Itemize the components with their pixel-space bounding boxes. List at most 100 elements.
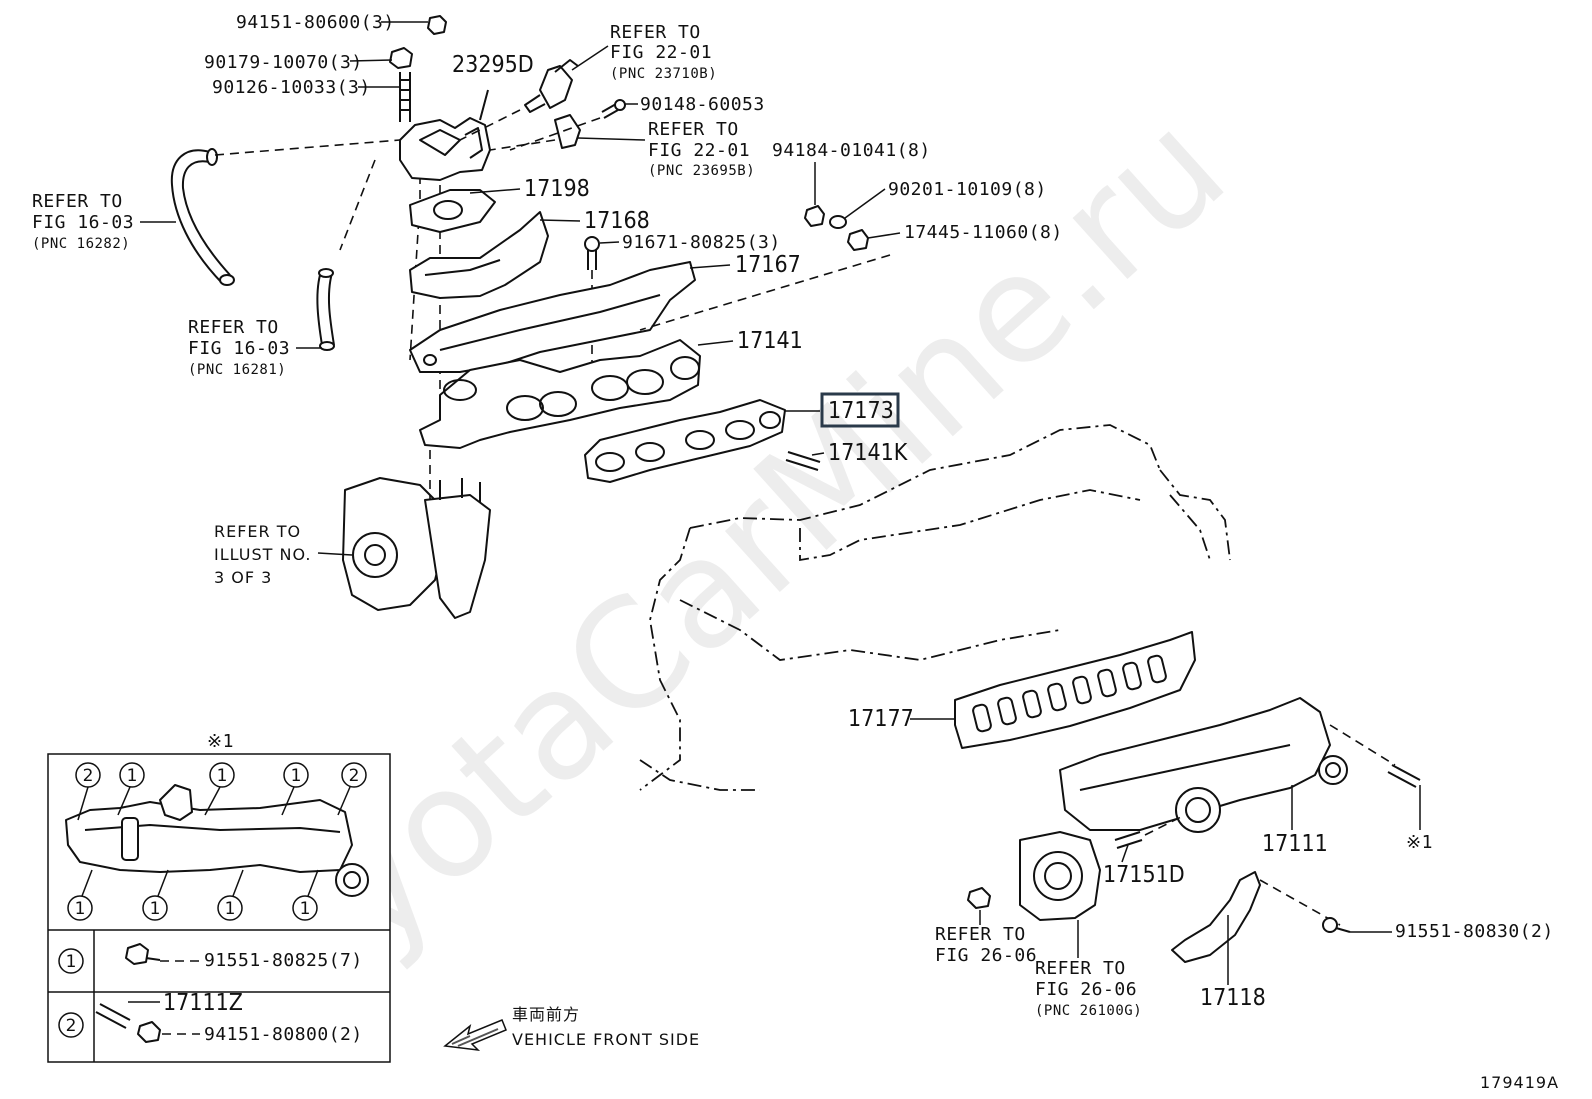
- refer-26-06-b-line2: FIG 26-06: [1035, 979, 1137, 1000]
- inset-callout-bottom-1b: 1: [142, 869, 169, 921]
- inset-panel: ※1 2 1 1 1 2: [47, 731, 391, 1063]
- refer-16-03-a-line2: FIG 16-03: [32, 212, 134, 233]
- nut-94184: [804, 205, 825, 227]
- svg-text:1: 1: [66, 952, 77, 972]
- svg-text:1: 1: [300, 899, 311, 919]
- vehicle-front-jp: 車両前方: [512, 1005, 580, 1024]
- inset-row-1: 1 91551-80825(7): [58, 943, 363, 974]
- vehicle-front-en: VEHICLE FRONT SIDE: [512, 1030, 700, 1049]
- label-17118: 17118: [1200, 985, 1266, 1011]
- refer-illust-line3: 3 OF 3: [214, 568, 272, 587]
- refer-26-06-b-line1: REFER TO: [1035, 958, 1126, 979]
- label-94151-80600: 94151-80600(3): [236, 12, 395, 33]
- nut-17445: [847, 229, 869, 251]
- refer-22-01-a-line2: FIG 22-01: [610, 42, 712, 63]
- label-90148-60053: 90148-60053: [640, 94, 765, 115]
- refer-16-03-b-line2: FIG 16-03: [188, 338, 290, 359]
- stud-17141K: [785, 451, 821, 471]
- refer-22-01-b-line2: FIG 22-01: [648, 140, 750, 161]
- refer-16-03-a-line3: (PNC 16282): [32, 236, 130, 252]
- diagram-id: 179419A: [1480, 1073, 1559, 1092]
- exhaust-manifold-17141: [419, 339, 701, 449]
- engine-outline: [639, 424, 1231, 791]
- label-90201-10109: 90201-10109(8): [888, 179, 1047, 200]
- refer-illust-line1: REFER TO: [214, 522, 301, 541]
- svg-text:2: 2: [66, 1016, 77, 1036]
- labels: 94151-80600(3) 90179-10070(3) 90126-1003…: [32, 12, 1559, 1092]
- refer-16-03-a-line1: REFER TO: [32, 191, 123, 212]
- inset-callout-bottom-1a: 1: [67, 869, 93, 921]
- highlight-box-17173: [820, 392, 900, 428]
- svg-text:2: 2: [83, 766, 94, 786]
- inset-row2-part-a: 17111Z: [163, 990, 243, 1016]
- refer-illust-line2: ILLUST NO.: [214, 545, 311, 564]
- label-17445-11060: 17445-11060(8): [904, 222, 1063, 243]
- svg-text:1: 1: [291, 766, 302, 786]
- svg-text:2: 2: [349, 766, 360, 786]
- stud-90126: [399, 72, 411, 122]
- turbocharger: [342, 477, 491, 619]
- label-23295D: 23295D: [452, 52, 534, 78]
- stud-right: [1387, 764, 1421, 788]
- inset-title: ※1: [207, 731, 234, 752]
- label-17177: 17177: [848, 706, 914, 732]
- inset-callout-top-1a: 1: [117, 762, 145, 816]
- label-17141: 17141: [737, 328, 803, 354]
- refer-22-01-b-line3: (PNC 23695B): [648, 163, 755, 179]
- inset-callout-top-right-2: 2: [337, 762, 367, 816]
- label-17173[interactable]: 17173: [828, 398, 894, 424]
- hose-16282: [170, 148, 235, 286]
- throttle-body: [1019, 831, 1101, 921]
- inset-callout-bottom-1c: 1: [217, 869, 244, 921]
- bolt-icon: [125, 943, 161, 965]
- refer-26-06-a-line1: REFER TO: [935, 924, 1026, 945]
- label-17168: 17168: [584, 208, 650, 234]
- vehicle-front-arrow-icon: [443, 1019, 507, 1052]
- bolt-91671: [584, 236, 600, 270]
- gasket-17177: [954, 631, 1196, 749]
- nut-icon: [137, 1021, 161, 1043]
- svg-text:1: 1: [225, 899, 236, 919]
- stud-17151D: [1114, 831, 1143, 849]
- refer-26-06-b-line3: (PNC 26100G): [1035, 1003, 1142, 1019]
- bracket-17118: [1171, 871, 1261, 963]
- insulator-17168: [409, 211, 549, 299]
- bolt-91551-80830: [1322, 917, 1351, 933]
- svg-text:1: 1: [75, 899, 86, 919]
- gasket-17173: [584, 399, 786, 483]
- refer-16-03-b-line3: (PNC 16281): [188, 362, 286, 378]
- refer-16-03-b-line1: REFER TO: [188, 317, 279, 338]
- label-17151D: 17151D: [1103, 862, 1185, 888]
- gasket-17198: [409, 189, 496, 233]
- svg-text:1: 1: [150, 899, 161, 919]
- inset-row2-part-b: 94151-80800(2): [204, 1024, 363, 1045]
- label-17198: 17198: [524, 176, 590, 202]
- clamp-23695B: [554, 114, 581, 149]
- nut-90179: [389, 47, 413, 69]
- stud-icon: [95, 1003, 131, 1029]
- label-17141K: 17141K: [828, 440, 908, 466]
- label-90179-10070: 90179-10070(3): [204, 52, 363, 73]
- intake-manifold-17111: [1059, 697, 1348, 833]
- svg-text:1: 1: [127, 766, 138, 786]
- svg-text:1: 1: [217, 766, 228, 786]
- refer-22-01-b-line1: REFER TO: [648, 119, 739, 140]
- inset-callout-bottom-1d: 1: [292, 869, 319, 921]
- refer-22-01-a-line1: REFER TO: [610, 22, 701, 43]
- label-94184-01041: 94184-01041(8): [772, 140, 931, 161]
- nut-94151: [427, 15, 447, 35]
- inset-callout-top-1c: 1: [281, 762, 309, 816]
- label-17167: 17167: [735, 252, 801, 278]
- label-note-mark: ※1: [1406, 832, 1433, 853]
- inset-row1-part: 91551-80825(7): [204, 950, 363, 971]
- inset-manifold: [65, 784, 369, 897]
- label-17111: 17111: [1262, 831, 1328, 857]
- egr-block-23295D: [399, 89, 491, 181]
- bolt-90148: [601, 99, 626, 119]
- nut-throttle: [967, 887, 991, 909]
- inset-callout-top-left-2: 2: [75, 762, 101, 821]
- refer-26-06-a-line2: FIG 26-06: [935, 945, 1037, 966]
- washer-90201: [829, 215, 847, 229]
- label-91551-80830: 91551-80830(2): [1395, 921, 1554, 942]
